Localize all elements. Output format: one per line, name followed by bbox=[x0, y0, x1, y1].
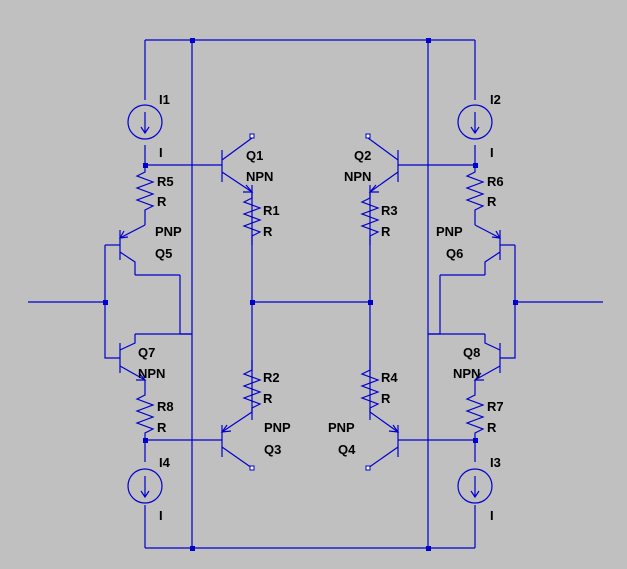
q6-model: PNP bbox=[436, 224, 463, 239]
resistor-r6: R6 R bbox=[465, 165, 504, 225]
r4-value: R bbox=[381, 391, 391, 406]
r8-name: R8 bbox=[157, 399, 174, 414]
r1-value: R bbox=[263, 224, 273, 239]
r5-name: R5 bbox=[157, 174, 174, 189]
transistor-q5: PNP Q5 bbox=[118, 224, 182, 275]
i1-value: I bbox=[159, 145, 163, 160]
transistor-q2: Q2 NPN bbox=[344, 133, 399, 198]
resistor-r7: R7 R bbox=[465, 380, 504, 440]
r2-value: R bbox=[263, 391, 273, 406]
r7-name: R7 bbox=[487, 399, 504, 414]
wiring bbox=[28, 39, 603, 549]
q4-model: PNP bbox=[328, 420, 355, 435]
i4-value: I bbox=[159, 508, 163, 523]
q5-model: PNP bbox=[155, 224, 182, 239]
current-source-i1: I1 I bbox=[127, 92, 170, 160]
q2-model: NPN bbox=[344, 169, 371, 184]
r3-value: R bbox=[381, 224, 391, 239]
transistor-q3: PNP Q3 bbox=[220, 408, 291, 471]
r5-value: R bbox=[157, 194, 167, 209]
i3-value: I bbox=[490, 508, 494, 523]
resistor-r2: R2 R bbox=[242, 360, 280, 409]
q3-model: PNP bbox=[264, 420, 291, 435]
r6-name: R6 bbox=[487, 174, 504, 189]
r8-value: R bbox=[157, 420, 167, 435]
q6-name: Q6 bbox=[446, 246, 463, 261]
r3-name: R3 bbox=[381, 203, 398, 218]
r2-name: R2 bbox=[263, 370, 280, 385]
resistor-r1: R1 R bbox=[242, 197, 280, 245]
q1-name: Q1 bbox=[246, 148, 263, 163]
transistor-q8: Q8 NPN bbox=[453, 334, 501, 381]
q8-name: Q8 bbox=[463, 345, 480, 360]
r1-name: R1 bbox=[263, 203, 280, 218]
resistor-r4: R4 R bbox=[360, 360, 398, 409]
current-source-i3: I3 I bbox=[457, 455, 501, 523]
r4-name: R4 bbox=[381, 370, 398, 385]
i3-name: I3 bbox=[490, 455, 501, 470]
transistor-q4: PNP Q4 bbox=[328, 408, 400, 471]
q2-name: Q2 bbox=[354, 148, 371, 163]
transistor-q1: Q1 NPN bbox=[221, 133, 273, 198]
junctions bbox=[103, 38, 518, 551]
resistor-r3: R3 R bbox=[360, 197, 398, 245]
current-source-i4: I4 I bbox=[127, 455, 171, 523]
q4-name: Q4 bbox=[338, 442, 356, 457]
q7-model: NPN bbox=[138, 366, 165, 381]
q3-name: Q3 bbox=[264, 442, 281, 457]
q5-name: Q5 bbox=[155, 246, 172, 261]
i2-value: I bbox=[490, 145, 494, 160]
q7-name: Q7 bbox=[138, 345, 155, 360]
r6-value: R bbox=[487, 194, 497, 209]
resistor-r5: R5 R bbox=[135, 165, 174, 225]
r7-value: R bbox=[487, 420, 497, 435]
q8-model: NPN bbox=[453, 366, 480, 381]
i4-name: I4 bbox=[159, 455, 171, 470]
transistor-q6: PNP Q6 bbox=[436, 224, 502, 275]
resistor-r8: R8 R bbox=[135, 380, 174, 440]
transistor-q7: Q7 NPN bbox=[119, 334, 165, 381]
i2-name: I2 bbox=[490, 92, 501, 107]
i1-name: I1 bbox=[159, 92, 170, 107]
current-source-i2: I2 I bbox=[457, 92, 501, 160]
q1-model: NPN bbox=[246, 169, 273, 184]
